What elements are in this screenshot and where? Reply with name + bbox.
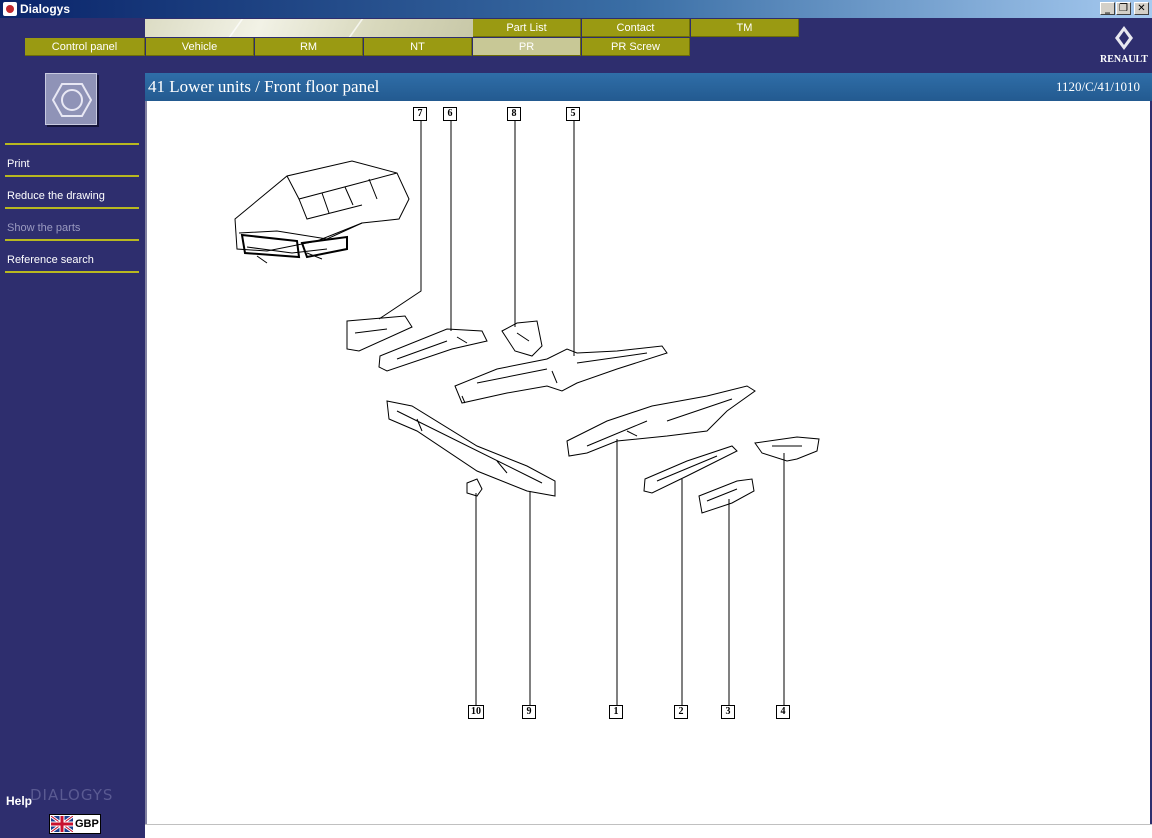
brand-name: RENAULT xyxy=(1100,54,1148,65)
language-selector[interactable]: GBP xyxy=(49,814,101,834)
menu-show-parts[interactable]: Show the parts xyxy=(7,222,81,234)
renault-diamond-icon xyxy=(1115,26,1133,50)
help-link[interactable]: Help xyxy=(6,794,33,808)
language-code: GBP xyxy=(75,818,99,830)
callout-3[interactable]: 3 xyxy=(721,705,735,719)
callout-6[interactable]: 6 xyxy=(443,107,457,121)
exploded-drawing: 7 6 8 5 10 9 1 2 3 4 xyxy=(145,101,1150,824)
restore-button[interactable]: ❐ xyxy=(1116,2,1131,15)
menu-reference-search[interactable]: Reference search xyxy=(7,254,94,266)
callout-1[interactable]: 1 xyxy=(609,705,623,719)
callout-8[interactable]: 8 xyxy=(507,107,521,121)
tab-vehicle[interactable]: Vehicle xyxy=(146,38,254,56)
menu-reduce-drawing[interactable]: Reduce the drawing xyxy=(7,190,105,202)
status-strip xyxy=(145,824,1152,838)
app-icon xyxy=(3,2,17,16)
uk-flag-icon xyxy=(51,816,73,832)
callout-leaders xyxy=(378,120,785,705)
car-body-illustration xyxy=(234,160,410,264)
page-title: 41 Lower units / Front floor panel xyxy=(148,77,380,96)
tab-pr[interactable]: PR xyxy=(473,38,581,56)
content-header: 41 Lower units / Front floor panel 1120/… xyxy=(145,73,1152,101)
tab-control-panel[interactable]: Control panel xyxy=(25,38,145,56)
callout-2[interactable]: 2 xyxy=(674,705,688,719)
menu-separator xyxy=(5,175,139,177)
menu-separator xyxy=(5,143,139,145)
menu-separator xyxy=(5,207,139,209)
tab-part-list[interactable]: Part List xyxy=(473,19,581,37)
renault-logo: RENAULT xyxy=(1098,24,1150,70)
nav-decoration xyxy=(145,19,473,37)
callout-7[interactable]: 7 xyxy=(413,107,427,121)
tab-rm[interactable]: RM xyxy=(255,38,363,56)
tab-contact[interactable]: Contact xyxy=(582,19,690,37)
hex-nut-icon xyxy=(45,73,97,125)
drawing-reference: 1120/C/41/1010 xyxy=(1055,79,1140,94)
menu-separator xyxy=(5,239,139,241)
callout-10[interactable]: 10 xyxy=(468,705,484,719)
menu-print[interactable]: Print xyxy=(7,158,30,170)
sidebar: Print Reduce the drawing Show the parts … xyxy=(0,73,145,838)
dialogys-watermark: DIALOGYS xyxy=(30,786,114,804)
tab-pr-screw[interactable]: PR Screw xyxy=(582,38,690,56)
minimize-button[interactable]: _ xyxy=(1100,2,1115,15)
callout-9[interactable]: 9 xyxy=(522,705,536,719)
callout-5[interactable]: 5 xyxy=(566,107,580,121)
title-bar: Dialogys _ ❐ ✕ xyxy=(0,0,1152,18)
tab-tm[interactable]: TM xyxy=(691,19,799,37)
tab-nt[interactable]: NT xyxy=(364,38,472,56)
parts-diagram xyxy=(234,120,820,705)
close-button[interactable]: ✕ xyxy=(1134,2,1149,15)
menu-separator xyxy=(5,271,139,273)
window-title: Dialogys xyxy=(20,2,71,16)
callout-4[interactable]: 4 xyxy=(776,705,790,719)
